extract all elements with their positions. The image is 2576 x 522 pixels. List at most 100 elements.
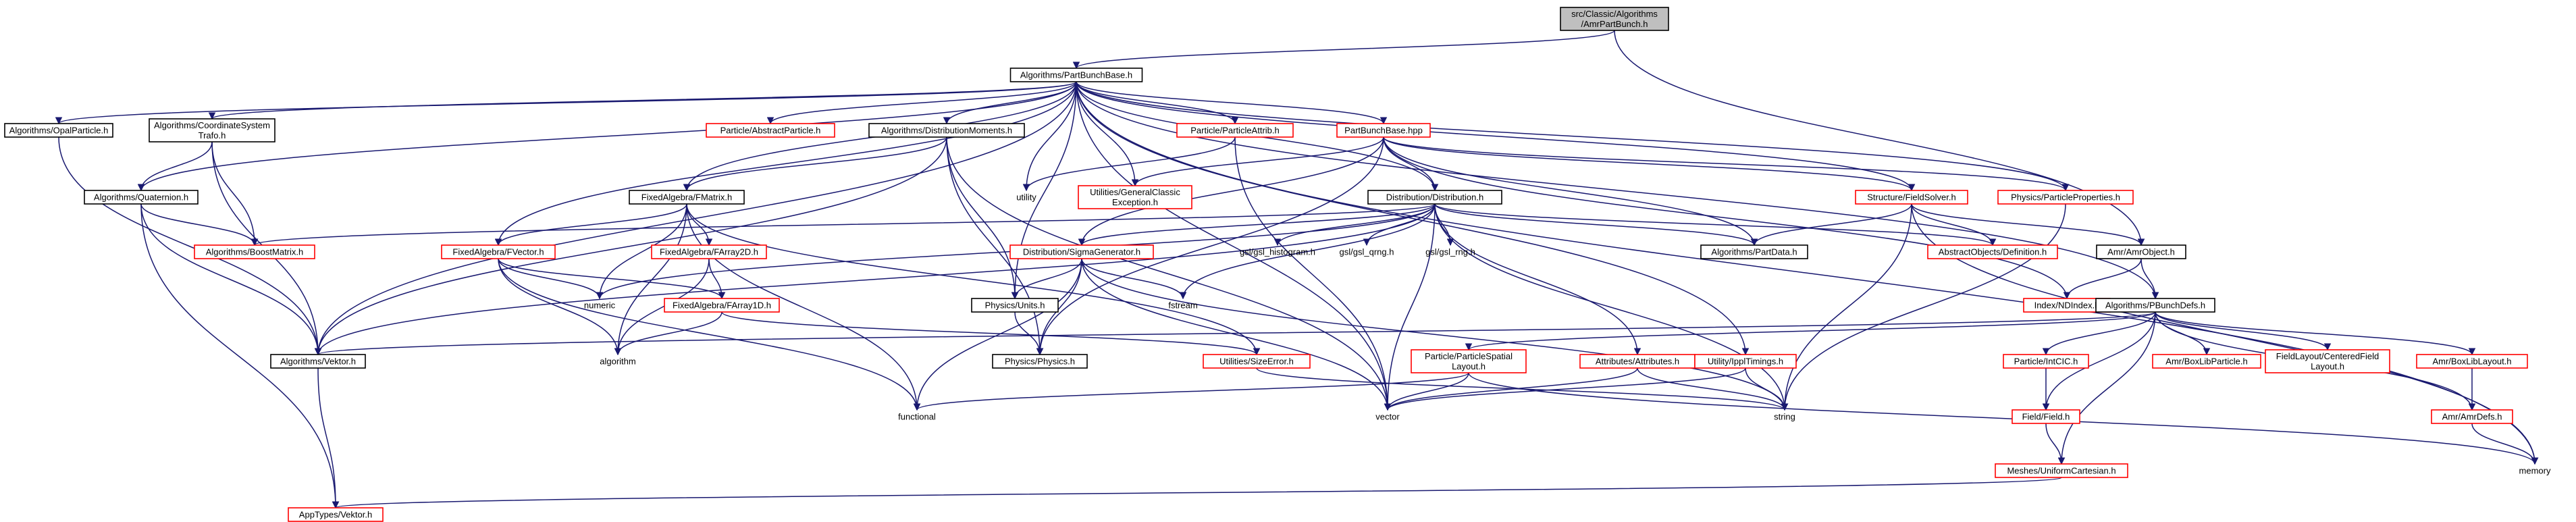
node-label-line: fstream xyxy=(1168,301,1197,311)
edge-attrs-to-vector xyxy=(1384,367,1638,411)
node-label-line: Distribution/Distribution.h xyxy=(1386,192,1484,203)
node-label-line: AppTypes/Vektor.h xyxy=(299,510,372,520)
edge-attrs-to-string xyxy=(1637,367,1789,411)
node-field[interactable]: Field/Field.h xyxy=(2012,409,2080,424)
node-numeric[interactable]: numeric xyxy=(584,301,616,311)
node-label-line: functional xyxy=(898,412,936,422)
edge-pbb-to-ippl xyxy=(1076,81,1750,356)
node-label-utility: utility xyxy=(1016,192,1036,203)
edge-fieldsolver-to-string xyxy=(1781,203,1912,411)
edge-fieldsolver-to-absobj xyxy=(1911,203,1997,246)
edge-pbunchdefs-to-uniform xyxy=(2057,311,2156,465)
node-string[interactable]: string xyxy=(1774,412,1795,422)
node-memory[interactable]: memory xyxy=(2519,466,2551,476)
node-dist[interactable]: Distribution/Distribution.h xyxy=(1367,190,1502,205)
edge-fieldsolver-to-memory xyxy=(1911,203,2539,465)
node-pbunchdefs[interactable]: Algorithms/PBunchDefs.h xyxy=(2095,298,2215,313)
node-fieldsolver[interactable]: Structure/FieldSolver.h xyxy=(1855,190,1968,205)
node-absobj[interactable]: AbstractObjects/Definition.h xyxy=(1927,244,2058,259)
node-opal[interactable]: Algorithms/OpalParticle.h xyxy=(4,123,113,138)
node-intcic[interactable]: Particle/IntCIC.h xyxy=(2003,354,2089,369)
node-box-coord xyxy=(149,118,275,142)
node-farray2d[interactable]: FixedAlgebra/FArray2D.h xyxy=(651,244,767,259)
edge-distmom-to-physics xyxy=(946,136,1044,356)
node-pbbhpp[interactable]: PartBunchBase.hpp xyxy=(1336,123,1431,138)
node-label-farray2d: FixedAlgebra/FArray2D.h xyxy=(660,247,758,257)
node-physics[interactable]: Physics/Physics.h xyxy=(992,354,1088,369)
node-fstream[interactable]: fstream xyxy=(1168,301,1197,311)
node-algorithm[interactable]: algorithm xyxy=(600,357,635,367)
edge-pbunchdefs-to-field xyxy=(2042,311,2156,411)
node-gslrng[interactable]: gsl/gsl_rng.h xyxy=(1425,247,1475,257)
node-box-field xyxy=(2012,409,2080,424)
node-label-line: Algorithms/PartBunchBase.h xyxy=(1020,70,1132,80)
edge-amrobj-to-ndindex xyxy=(2063,258,2142,300)
node-label-line: algorithm xyxy=(600,357,635,367)
node-box-amrdefs xyxy=(2431,409,2513,424)
edge-pbb-to-abspart xyxy=(766,81,1077,125)
node-physprop[interactable]: Physics/ParticleProperties.h xyxy=(1997,190,2134,205)
node-utility[interactable]: utility xyxy=(1016,192,1036,203)
node-partdata[interactable]: Algorithms/PartData.h xyxy=(1700,244,1808,259)
node-label-line: Algorithms/CoordinateSystem xyxy=(154,120,270,130)
node-label-line: vector xyxy=(1375,412,1400,422)
node-fmatrix[interactable]: FixedAlgebra/FMatrix.h xyxy=(629,190,745,205)
node-gslhist[interactable]: gsl/gsl_histogram.h xyxy=(1240,247,1315,257)
node-boxlibp[interactable]: Amr/BoxLibParticle.h xyxy=(2152,354,2261,369)
node-sizeerr[interactable]: Utilities/SizeError.h xyxy=(1203,354,1311,369)
node-attrs[interactable]: Attributes/Attributes.h xyxy=(1579,354,1696,369)
node-uniform[interactable]: Meshes/UniformCartesian.h xyxy=(1995,463,2128,478)
node-farray1d[interactable]: FixedAlgebra/FArray1D.h xyxy=(664,298,780,313)
edge-pbbhpp-to-physics xyxy=(1036,136,1384,356)
node-label-line: Algorithms/DistributionMoments.h xyxy=(881,126,1012,136)
node-sigmagen[interactable]: Distribution/SigmaGenerator.h xyxy=(1009,244,1154,259)
node-box-vektor xyxy=(270,354,366,369)
edge-amrobj-to-pbunchdefs xyxy=(2140,258,2159,300)
node-physunits[interactable]: Physics/Units.h xyxy=(971,298,1059,313)
node-appvektor[interactable]: AppTypes/Vektor.h xyxy=(288,507,384,522)
node-partattrib[interactable]: Particle/ParticleAttrib.h xyxy=(1176,123,1294,138)
node-gslqrng[interactable]: gsl/gsl_qrng.h xyxy=(1340,247,1394,257)
node-box-fvector xyxy=(441,244,556,259)
edge-pbb-to-pbbhpp xyxy=(1076,81,1388,125)
node-label-vektor: Algorithms/Vektor.h xyxy=(280,357,356,367)
node-pbb[interactable]: Algorithms/PartBunchBase.h xyxy=(1009,68,1143,82)
edge-pbb-to-vektor xyxy=(314,81,1077,356)
node-amrobj[interactable]: Amr/AmrObject.h xyxy=(2096,244,2186,259)
node-amrdefs[interactable]: Amr/AmrDefs.h xyxy=(2431,409,2513,424)
node-label-line: FieldLayout/CenteredField xyxy=(2276,351,2379,361)
node-label-fvector: FixedAlgebra/FVector.h xyxy=(452,247,544,257)
node-boxliblay[interactable]: Amr/BoxLibLayout.h xyxy=(2416,354,2528,369)
node-box-farray2d xyxy=(651,244,767,259)
node-label-line: Trafo.h xyxy=(199,130,226,140)
node-box-farray1d xyxy=(664,298,780,313)
node-boostmat[interactable]: Algorithms/BoostMatrix.h xyxy=(194,244,315,259)
node-box-partattrib xyxy=(1176,123,1294,138)
node-abspart[interactable]: Particle/AbstractParticle.h xyxy=(706,123,835,138)
node-label-line: Algorithms/Quaternion.h xyxy=(94,192,188,203)
node-label-boxlibp: Amr/BoxLibParticle.h xyxy=(2165,357,2247,367)
edge-dist-to-boostmat xyxy=(251,203,1436,246)
edge-dist-to-sigmagen xyxy=(1078,203,1436,246)
edge-sigmagen-to-fstream xyxy=(1081,258,1187,300)
node-label-gslhist: gsl/gsl_histogram.h xyxy=(1240,247,1315,257)
node-root[interactable]: src/Classic/Algorithms/AmrPartBunch.h xyxy=(1560,7,1669,31)
node-label-line: Exception.h xyxy=(1112,197,1158,207)
node-quat[interactable]: Algorithms/Quaternion.h xyxy=(84,190,199,205)
node-vektor[interactable]: Algorithms/Vektor.h xyxy=(270,354,366,369)
node-box-fmatrix xyxy=(629,190,745,205)
node-fvector[interactable]: FixedAlgebra/FVector.h xyxy=(441,244,556,259)
node-box-root xyxy=(1560,7,1669,31)
node-distmom[interactable]: Algorithms/DistributionMoments.h xyxy=(868,123,1025,138)
node-vector[interactable]: vector xyxy=(1375,412,1400,422)
node-functional[interactable]: functional xyxy=(898,412,936,422)
edge-ippl-to-vector xyxy=(1384,367,1746,411)
node-ippl[interactable]: Utility/IpplTimings.h xyxy=(1694,354,1797,369)
node-box-physics xyxy=(992,354,1088,369)
node-label-line: Layout.h xyxy=(1452,361,1486,371)
